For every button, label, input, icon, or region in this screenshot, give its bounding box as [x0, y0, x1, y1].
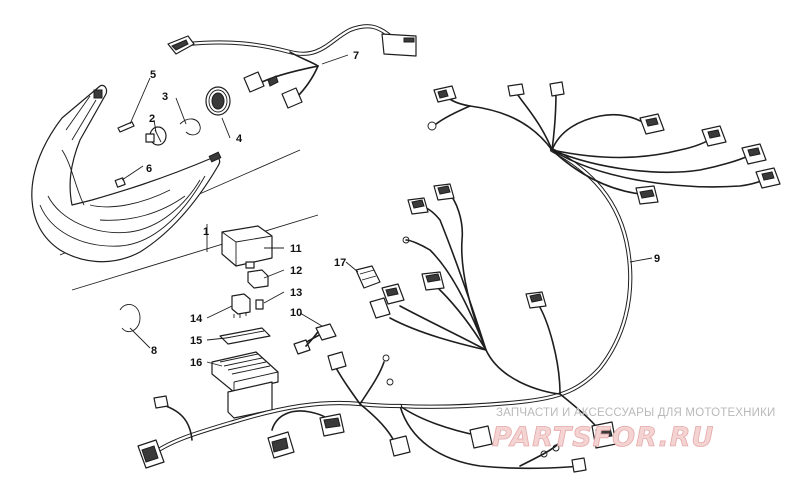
fuse-strip-15 — [219, 327, 271, 345]
fuse-box-11 — [221, 225, 273, 269]
harness-lower-left — [137, 323, 411, 469]
callout-14: 14 — [190, 313, 203, 325]
callout-numbers: 1 2 3 4 5 6 7 8 9 10 11 12 13 14 15 16 1… — [146, 50, 660, 369]
callout-3: 3 — [162, 91, 168, 103]
harness-7 — [167, 24, 417, 109]
callout-4: 4 — [236, 133, 243, 145]
callout-15: 15 — [190, 335, 202, 347]
callout-10: 10 — [290, 307, 302, 319]
callout-11: 11 — [290, 243, 302, 255]
fuse-block-16 — [211, 351, 279, 419]
clip-6 — [114, 177, 126, 188]
callout-8: 8 — [151, 345, 157, 357]
harness-9 — [355, 81, 781, 473]
connector-10 — [293, 323, 337, 355]
leader-lines — [121, 54, 653, 367]
ring-clip-8 — [119, 304, 141, 332]
callout-1: 1 — [203, 226, 209, 238]
connector-17 — [355, 265, 381, 289]
callout-12: 12 — [290, 265, 302, 277]
boot-4 — [205, 86, 231, 116]
watermark: ЗАПЧАСТИ И АКСЕССУАРЫ ДЛЯ МОТОТЕХНИКИ PA… — [492, 407, 776, 453]
callout-6: 6 — [146, 163, 152, 175]
fuse-relay-group — [119, 225, 279, 419]
callout-5: 5 — [150, 69, 156, 81]
callout-13: 13 — [290, 287, 302, 299]
fuse-13 — [255, 299, 264, 310]
relay-12 — [247, 269, 269, 289]
callout-2: 2 — [149, 113, 155, 125]
screw-5 — [117, 121, 135, 133]
callout-17: 17 — [334, 257, 346, 269]
callout-16: 16 — [190, 357, 202, 369]
headlight-assembly — [31, 84, 319, 291]
callout-9: 9 — [654, 253, 660, 265]
callout-7: 7 — [353, 50, 359, 62]
clip-3 — [179, 118, 201, 136]
relay-14 — [231, 293, 251, 318]
watermark-logo: PARTSFOR.RU — [492, 422, 714, 453]
watermark-subtitle: ЗАПЧАСТИ И АКСЕССУАРЫ ДЛЯ МОТОТЕХНИКИ — [496, 407, 776, 419]
connector-7-right — [381, 33, 417, 57]
